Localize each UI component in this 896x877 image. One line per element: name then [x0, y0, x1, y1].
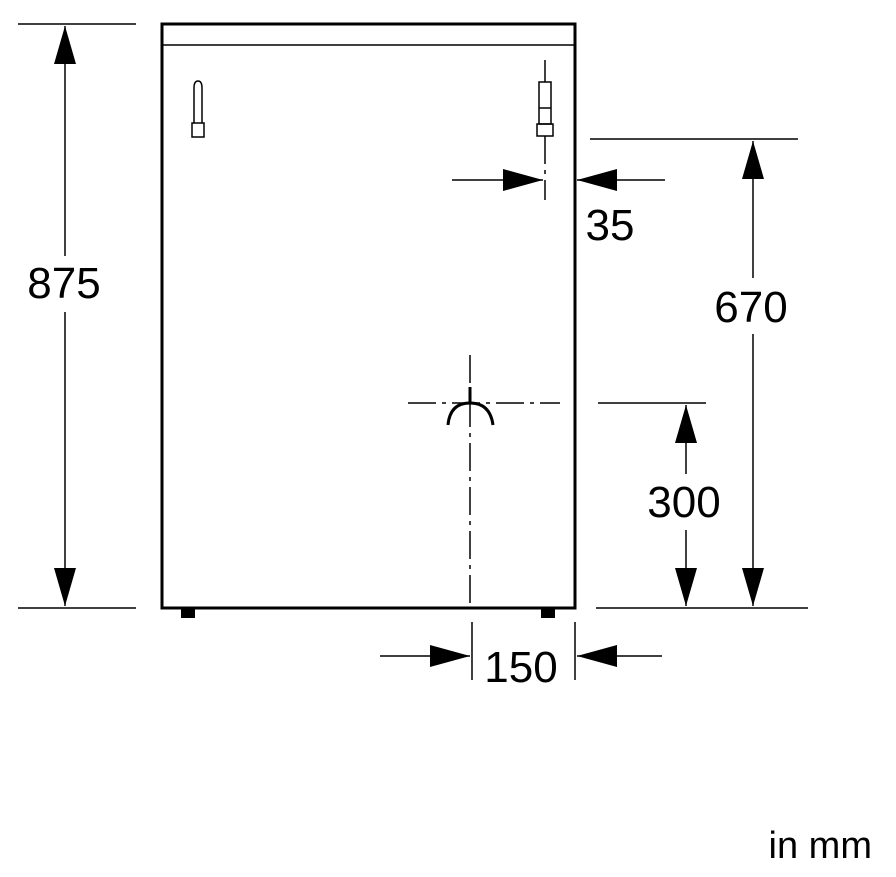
- side-offset-label: 35: [586, 201, 635, 250]
- inlet-hose-right-icon: [536, 60, 554, 137]
- appliance-outline: [160, 22, 577, 618]
- dimension-water-height: 670: [590, 138, 808, 609]
- dimension-drain-offset: 150: [380, 622, 662, 692]
- height-total-label: 875: [27, 259, 100, 308]
- water-height-label: 670: [714, 283, 787, 332]
- unit-note: in mm: [769, 825, 872, 867]
- foot-left: [181, 608, 195, 618]
- drain-height-label: 300: [647, 478, 720, 527]
- dimension-height-total: 875: [18, 23, 136, 609]
- foot-right: [541, 608, 555, 618]
- drain-offset-label: 150: [484, 643, 557, 692]
- dimension-side-offset: 35: [452, 169, 665, 250]
- dimension-drain-height: 300: [598, 402, 721, 606]
- inlet-hose-left-icon: [191, 80, 205, 138]
